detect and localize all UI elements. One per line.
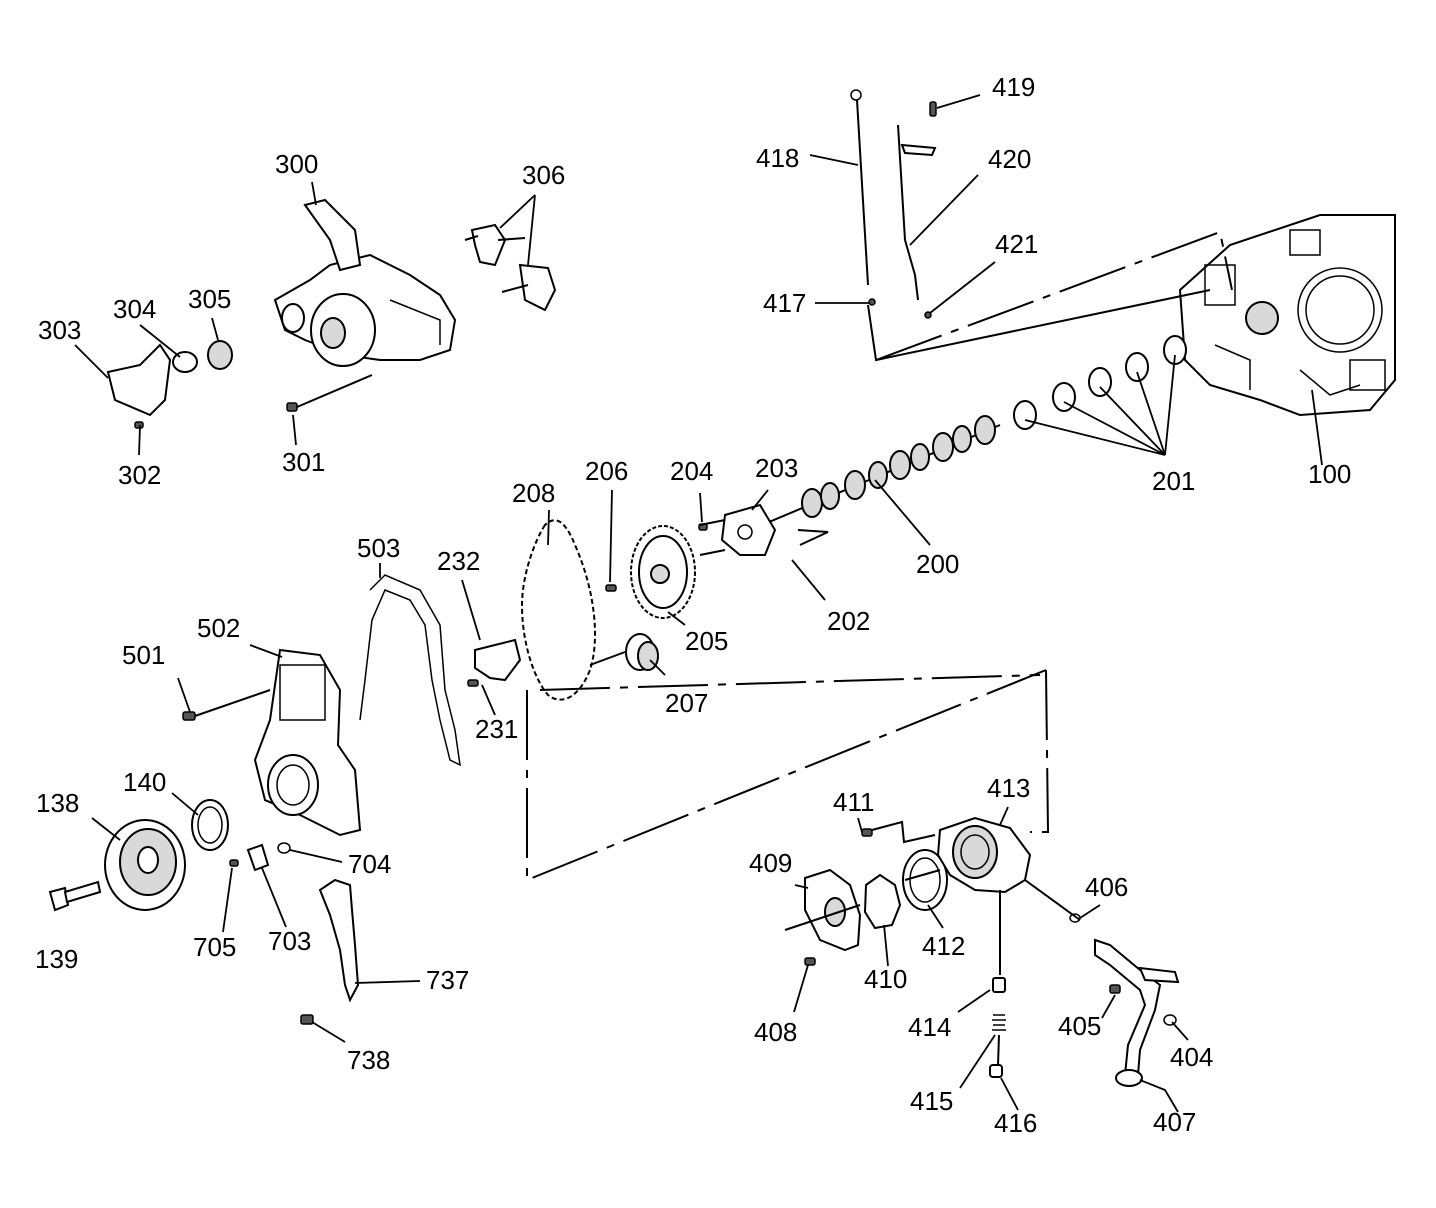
callout-502: 502 <box>197 613 240 643</box>
callout-404: 404 <box>1170 1042 1213 1072</box>
leader-lines <box>74 94 1323 1113</box>
callout-303: 303 <box>38 315 81 345</box>
callout-503: 503 <box>357 533 400 563</box>
callout-304: 304 <box>113 294 156 324</box>
chain-tensioner-part <box>474 638 522 682</box>
callout-204: 204 <box>670 456 713 486</box>
crankshaft-sprocket-part <box>625 633 659 671</box>
front-cover-gasket-part <box>359 574 461 767</box>
callout-705: 705 <box>193 932 236 962</box>
callout-139: 139 <box>35 944 78 974</box>
crank-sensor-part <box>246 842 291 872</box>
callout-306: 306 <box>522 160 565 190</box>
callout-labels: 100 201 200 202 203 204 205 206 207 208 … <box>35 72 1351 1138</box>
dipstick-part <box>850 89 937 319</box>
callout-738: 738 <box>347 1045 390 1075</box>
oil-level-sensor-part <box>318 878 360 1003</box>
callout-704: 704 <box>348 849 391 879</box>
callout-737: 737 <box>426 965 469 995</box>
callout-418: 418 <box>756 143 799 173</box>
oil-pump-outer-rotor-part <box>902 849 948 911</box>
cam-bearings-part <box>1013 335 1187 430</box>
callout-138: 138 <box>36 788 79 818</box>
callout-408: 408 <box>754 1017 797 1047</box>
oil-pickup-part <box>1069 913 1180 1087</box>
timing-chain-part <box>520 519 596 701</box>
callout-302: 302 <box>118 460 161 490</box>
callout-420: 420 <box>988 144 1031 174</box>
callout-419: 419 <box>992 72 1035 102</box>
callout-703: 703 <box>268 926 311 956</box>
camshaft-sprocket-part <box>630 525 696 619</box>
oil-pump-body-part <box>936 816 1032 894</box>
callout-412: 412 <box>922 931 965 961</box>
small-bolts-part <box>134 101 1121 1025</box>
callout-232: 232 <box>437 546 480 576</box>
callout-100: 100 <box>1308 459 1351 489</box>
callout-406: 406 <box>1085 872 1128 902</box>
callout-207: 207 <box>665 688 708 718</box>
water-pump-gasket-part <box>470 223 557 312</box>
callout-200: 200 <box>916 549 959 579</box>
relief-valve-part <box>989 977 1006 1078</box>
front-cover-part <box>253 648 362 837</box>
callout-208: 208 <box>512 478 555 508</box>
callout-140: 140 <box>123 767 166 797</box>
callout-201: 201 <box>1152 466 1195 496</box>
callout-305: 305 <box>188 284 231 314</box>
oil-pump-cover-part <box>804 868 862 952</box>
callout-416: 416 <box>994 1108 1037 1138</box>
callout-405: 405 <box>1058 1011 1101 1041</box>
oil-pump-inner-rotor-part <box>863 873 902 930</box>
callout-300: 300 <box>275 149 318 179</box>
thermostat-housing-part <box>106 340 233 417</box>
callout-409: 409 <box>749 848 792 878</box>
callout-205: 205 <box>685 626 728 656</box>
water-pump-part <box>273 198 457 367</box>
front-seal-part <box>191 799 229 851</box>
balancer-bolt-part <box>48 880 102 912</box>
callout-407: 407 <box>1153 1107 1196 1137</box>
callout-231: 231 <box>475 714 518 744</box>
callout-410: 410 <box>864 964 907 994</box>
camshaft-thrust-plate-part <box>720 503 777 556</box>
callout-421: 421 <box>995 229 1038 259</box>
callout-501: 501 <box>122 640 165 670</box>
callout-413: 413 <box>987 773 1030 803</box>
callout-415: 415 <box>910 1086 953 1116</box>
grouping-lines <box>464 230 1233 1066</box>
callout-411: 411 <box>833 787 874 817</box>
camshaft-part <box>749 415 1001 531</box>
callout-206: 206 <box>585 456 628 486</box>
crank-balancer-part <box>104 819 186 911</box>
callout-417: 417 <box>763 288 806 318</box>
callout-414: 414 <box>908 1012 951 1042</box>
callout-202: 202 <box>827 606 870 636</box>
callout-301: 301 <box>282 447 325 477</box>
engine-block-part <box>1178 214 1396 417</box>
callout-203: 203 <box>755 453 798 483</box>
